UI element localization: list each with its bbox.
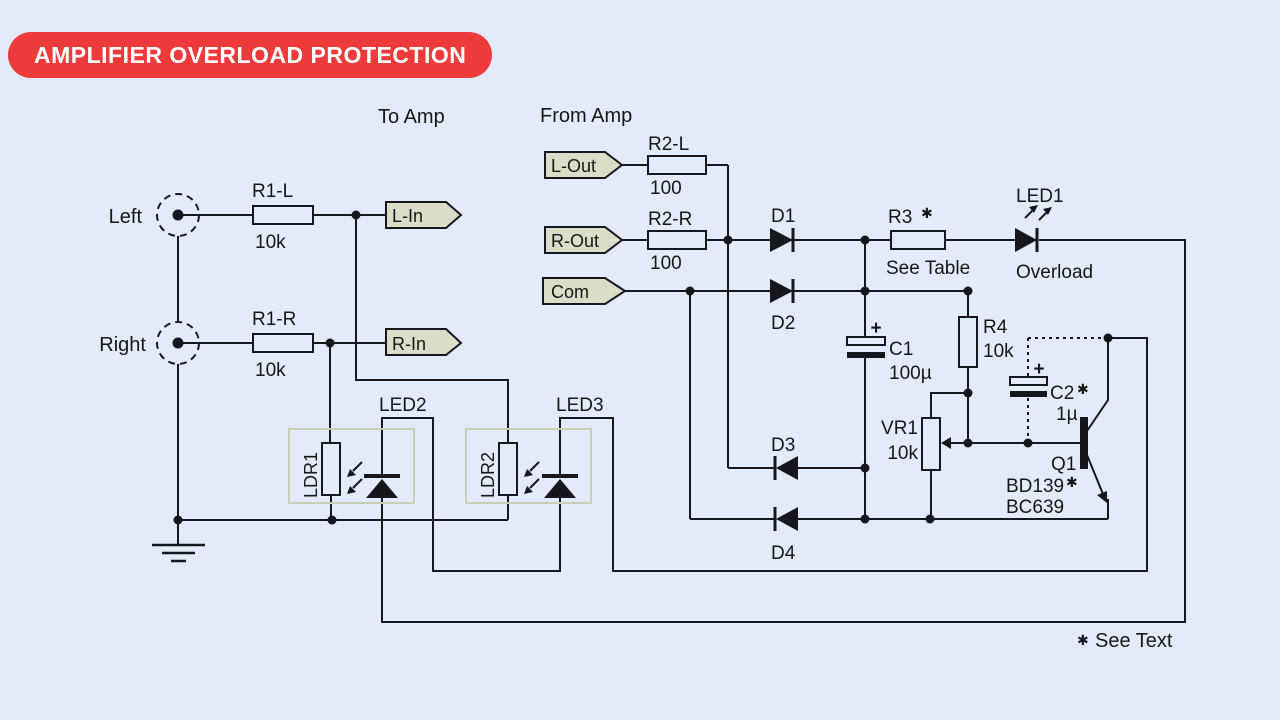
ldr2-label: LDR2: [478, 452, 498, 498]
resistor-r2l: [647, 155, 707, 175]
q1-type-primary: BD139: [1006, 476, 1064, 497]
capacitor-c2: [1009, 376, 1048, 397]
diode-d2: [770, 279, 795, 303]
ldr1-label: LDR1: [301, 452, 321, 498]
q1-base-bar: [1080, 417, 1088, 469]
vr1-wiper-arrow: [941, 437, 951, 449]
ground-symbol: [152, 543, 205, 563]
c1-name: C1: [889, 339, 913, 360]
c2-plus: +: [1033, 359, 1044, 380]
tag-com-label: Com: [551, 282, 589, 302]
r3-name: R3: [888, 207, 912, 228]
wire-left-channel: [178, 214, 509, 520]
left-jack: [156, 193, 200, 237]
r2r-name: R2-R: [648, 209, 692, 230]
see-text-star: ✱: [1077, 632, 1089, 648]
wire-transistor: [1086, 338, 1109, 519]
d4-label: D4: [771, 543, 796, 564]
tag-l-out: [544, 151, 624, 179]
led2-label: LED2: [379, 395, 427, 416]
q1-emitter-arrow: [1097, 491, 1107, 503]
r1r-value: 10k: [255, 360, 286, 381]
wire-led-loop: [381, 239, 1186, 623]
header-from-amp: From Amp: [540, 105, 632, 127]
wire-ground: [177, 236, 508, 544]
tag-l-in: [385, 201, 463, 229]
left-jack-ring: [156, 193, 200, 237]
tag-l-out-label: L-Out: [551, 156, 596, 176]
left-input-label: Left: [109, 206, 143, 228]
opto-group-box-1: [288, 428, 415, 504]
opto-group-box-2: [465, 428, 592, 504]
right-input-label: Right: [99, 334, 146, 356]
tag-r-in: [385, 328, 463, 356]
r4-name: R4: [983, 317, 1008, 338]
led3-symbol: [542, 474, 578, 498]
r2r-value: 100: [650, 253, 682, 274]
wire-c2-dashed: [1027, 337, 1104, 441]
ldr1-light-arrows: [347, 461, 363, 494]
r1l-value: 10k: [255, 232, 286, 253]
right-jack-pin: [172, 337, 184, 349]
led1-name: LED1: [1016, 186, 1064, 207]
resistor-r4: [958, 316, 978, 368]
led3-label: LED3: [556, 395, 604, 416]
wire-right-channel: [178, 342, 386, 520]
c1-plus: +: [870, 318, 881, 339]
q1-star: ✱: [1066, 474, 1078, 490]
r2l-value: 100: [650, 178, 682, 199]
header-to-amp: To Amp: [378, 106, 445, 128]
d2-label: D2: [771, 313, 795, 334]
ldr2-light-arrows: [524, 461, 540, 494]
vr1-name: VR1: [881, 418, 918, 439]
tag-r-out-label: R-Out: [551, 231, 599, 251]
ldr2-body: [498, 442, 518, 496]
tag-com: [542, 277, 627, 305]
resistor-r3: [890, 230, 946, 250]
d1-label: D1: [771, 206, 795, 227]
led1-symbol: [1015, 205, 1052, 252]
c1-value: 100µ: [889, 363, 932, 384]
wire-from-amp: [622, 164, 770, 519]
junction-dots: [173, 210, 1113, 525]
r1r-name: R1-R: [252, 309, 296, 330]
r4-value: 10k: [983, 341, 1014, 362]
resistor-r2r: [647, 230, 707, 250]
r3-star: ✱: [921, 205, 933, 221]
resistor-r1r: [252, 333, 314, 353]
c2-star: ✱: [1077, 381, 1089, 397]
left-jack-pin: [172, 209, 184, 221]
potentiometer-vr1: [921, 417, 941, 471]
diode-d3: [773, 456, 798, 480]
tag-r-in-label: R-In: [392, 334, 426, 354]
q1-type-alt: BC639: [1006, 497, 1064, 518]
r1l-name: R1-L: [252, 181, 293, 202]
r2l-name: R2-L: [648, 134, 689, 155]
resistor-r1l: [252, 205, 314, 225]
c2-name: C2: [1050, 383, 1074, 404]
diode-d1: [770, 228, 795, 252]
d3-label: D3: [771, 435, 795, 456]
vr1-value: 10k: [887, 443, 918, 464]
tag-r-out: [544, 226, 624, 254]
led2-symbol: [364, 474, 400, 498]
led1-emission-arrows: [1024, 205, 1052, 221]
led1-caption: Overload: [1016, 262, 1093, 283]
c2-value: 1µ: [1056, 404, 1078, 425]
transistor-q1: [1080, 417, 1107, 503]
right-jack: [156, 321, 200, 365]
capacitor-c1: [846, 336, 886, 358]
title-banner: AMPLIFIER OVERLOAD PROTECTION: [8, 32, 493, 78]
ldr1-body: [321, 442, 341, 496]
see-text-note: See Text: [1095, 630, 1173, 652]
r3-note: See Table: [886, 258, 970, 279]
q1-name: Q1: [1051, 454, 1076, 475]
diode-d4: [773, 507, 798, 531]
tag-l-in-label: L-In: [392, 206, 423, 226]
right-jack-ring: [156, 321, 200, 365]
